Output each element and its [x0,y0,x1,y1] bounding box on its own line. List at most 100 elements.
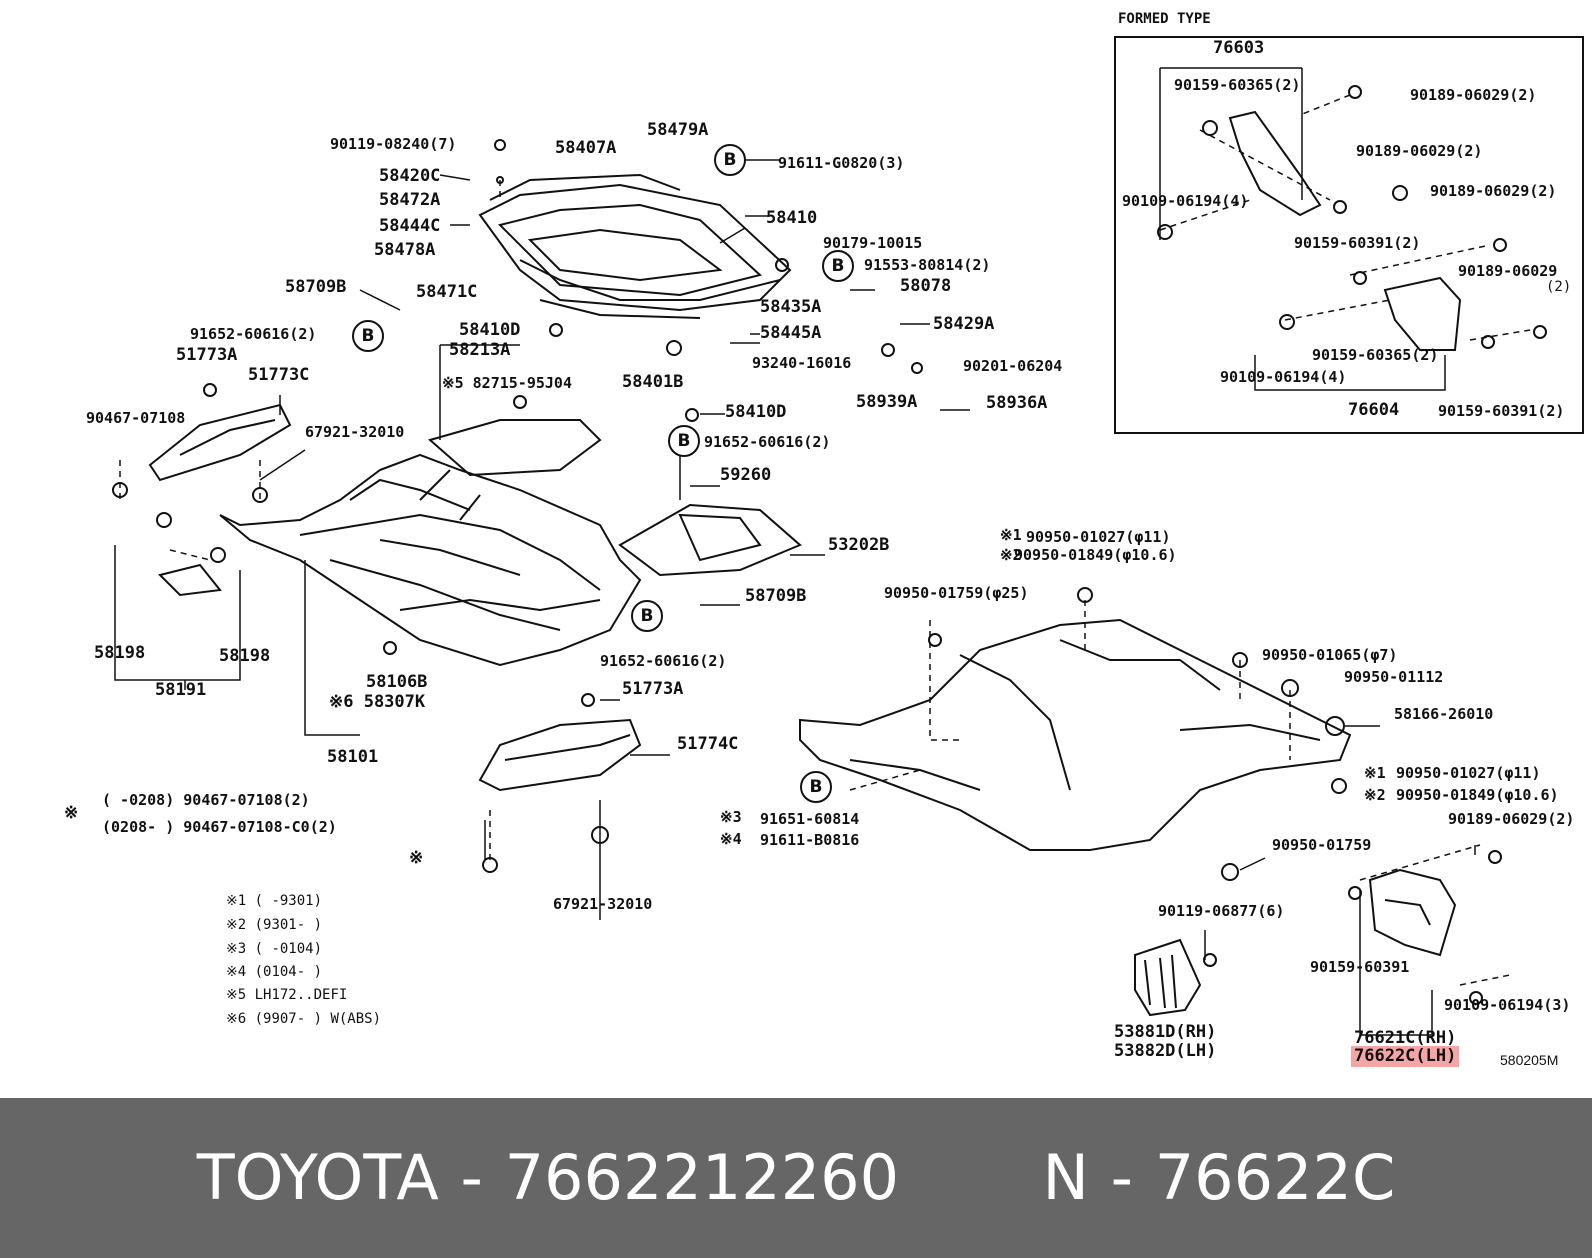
part-label: 53202B [828,535,890,555]
part-label: 58479A [647,120,709,140]
part-label: 58198 [94,643,146,663]
footer-bar: TOYOTA - 7662212260 N - 76622C [0,1098,1592,1258]
part-label: 90159-60391 [1310,958,1410,976]
part-label: 90189-06029(2) [1430,182,1557,200]
part-label: 53882D(LH) [1114,1041,1217,1061]
leader-lines [114,67,1446,1036]
note-mark: ※ [64,803,79,823]
part-label: 90159-60365(2) [1174,76,1301,94]
part-label: 58445A [760,323,822,343]
part-label-76603: 76603 [1213,38,1265,58]
legend-item: ※3 ( -0104) [226,941,323,957]
step-51774c [478,718,642,792]
part-label: 58478A [374,240,436,260]
note-mark: ※4 [720,830,742,848]
part-label: 90950-01027(φ11) [1026,528,1171,546]
part-label: 58078 [900,276,952,296]
part-label: 90189-06029(2) [1356,142,1483,160]
part-label: 58709B [285,277,347,297]
note-mark: ※1 [1000,526,1022,544]
part-label: 58101 [327,747,379,767]
guard-76604 [1383,276,1462,351]
part-label: 90189-06029 [1458,262,1558,280]
dashed-leaders [119,94,1531,986]
label-ticks [259,159,1476,960]
separator: - [1110,1141,1133,1214]
circle-b-mark: B [822,250,854,282]
formed-type-box [1114,36,1584,434]
part-label: ※5 82715-95J04 [442,374,572,392]
part-label: 58410D [725,402,787,422]
part-label: 91651-60814 [760,810,860,828]
part-label: (2) [1546,279,1572,295]
part-label: 58471C [416,282,478,302]
part-label: 58444C [379,216,441,236]
part-label: 58166-26010 [1394,705,1494,723]
part-label: 51773A [176,345,238,365]
part-label: 90179-10015 [823,234,923,252]
part-label: 58401B [622,372,684,392]
part-label: 90467-07108 [86,409,186,427]
part-label: 58936A [986,393,1048,413]
part-label-76604: 76604 [1348,400,1400,420]
part-label: 51773C [248,365,310,385]
circle-b-mark: B [714,144,746,176]
part-label: 76621C(RH) [1354,1028,1457,1048]
part-label: ※6 58307K [329,692,426,712]
part-label: 58191 [155,680,207,700]
circle-b-mark: B [668,425,700,457]
upper-tray [478,173,792,319]
circle-b-mark: B [352,320,384,352]
part-label: 91611-G0820(3) [778,154,905,172]
brand-name: TOYOTA [196,1141,439,1214]
note-mark: ※ [409,848,424,868]
floor-pan [219,453,642,667]
legend-item: ※6 (9907- ) W(ABS) [226,1011,382,1027]
part-label: 90950-01027(φ11) [1396,764,1541,782]
clip-fasteners [112,85,1547,1005]
part-label: 90159-60365(2) [1312,346,1439,364]
part-label: 58939A [856,392,918,412]
part-label: 90950-01849(φ10.6) [1396,786,1559,804]
n-label: N [1042,1141,1089,1214]
part-number: 7662212260 [504,1141,900,1214]
part-label: 90159-60391(2) [1438,402,1565,420]
note-mark: ※3 [720,808,742,826]
step-51773c [148,403,292,482]
note-mark: ※1 [1364,764,1386,782]
legend-item: ※2 (9301- ) [226,917,323,933]
part-label: 90109-06194(4) [1220,368,1347,386]
shield-53881d [1134,938,1202,1017]
part-label: 91553-80814(2) [864,256,991,274]
part-label: 90189-06029(2) [1410,86,1537,104]
part-label: 58410D [459,320,521,340]
mudguard-76622c [1368,868,1457,957]
part-label: 91652-60616(2) [190,325,317,343]
bracket-58191 [158,563,222,597]
note-mark: ※2 [1000,546,1022,564]
part-label: 91611-B0816 [760,831,860,849]
parts-diagram: FORMED TYPE 76603 90159-60365(2) 90189-0… [64,12,1584,1068]
part-label: 67921-32010 [553,895,653,913]
note-mark: ※2 [1364,786,1386,804]
part-label: 90950-01112 [1344,668,1444,686]
part-label: 91652-60616(2) [600,652,727,670]
part-label: 93240-16016 [752,354,852,372]
circle-b-mark: B [631,600,663,632]
note-text: (0208- ) 90467-07108-C0(2) [102,818,337,836]
separator: - [460,1141,483,1214]
part-label: 51773A [622,679,684,699]
part-label: 90950-01759(φ25) [884,584,1029,602]
part-label: 51774C [677,734,739,754]
circle-b-mark: B [800,771,832,803]
part-label: 90119-06877(6) [1158,902,1285,920]
part-label: 67921-32010 [305,423,405,441]
part-label: 58407A [555,138,617,158]
part-label: 58472A [379,190,441,210]
part-label: 90189-06029(2) [1448,810,1575,828]
part-label: 90109-06194(3) [1444,996,1571,1014]
part-label: 58410 [766,208,818,228]
guard-76603 [1228,110,1322,217]
footer-caption: TOYOTA - 7662212260 N - 76622C [0,1098,1592,1258]
drawing-number: 580205M [1500,1052,1559,1068]
